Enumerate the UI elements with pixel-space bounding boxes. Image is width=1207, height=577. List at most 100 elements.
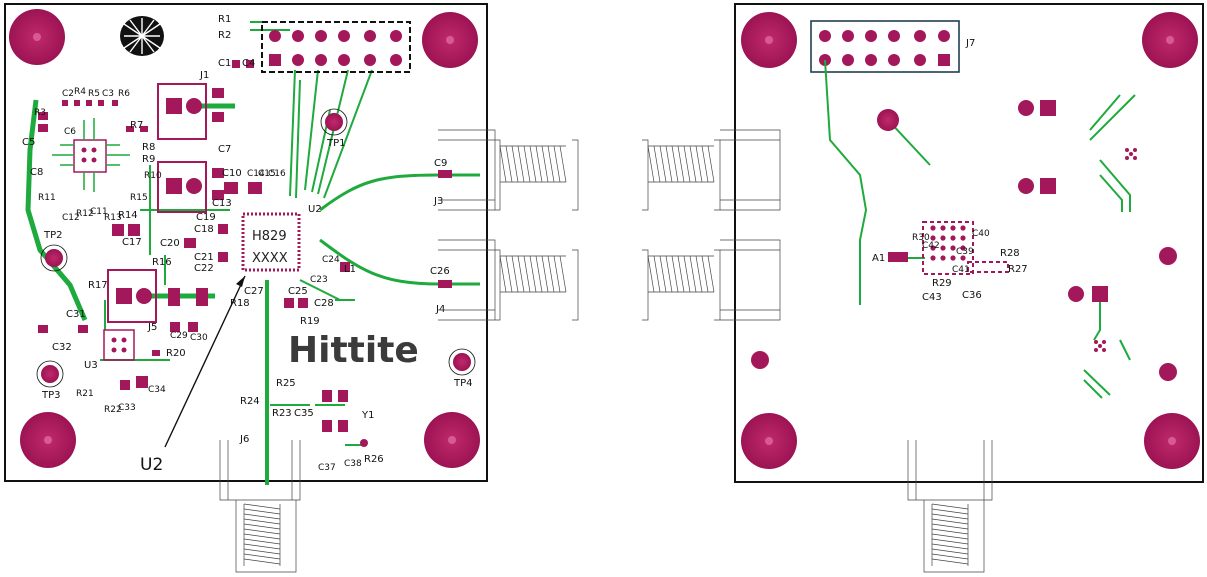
label-c27: C27 [244,286,264,297]
component-labels-left: R1 R2 C1 C4 J1 R7 C7 R3 C2 R4 R5 C3 R6 C… [22,14,473,473]
label-r2: R2 [218,30,231,41]
label-r23: R23 [272,408,292,419]
label-c24: C24 [322,255,340,265]
label-r20: R20 [166,348,186,359]
j1-footprint [157,83,207,140]
label-c15: C15 [258,169,276,179]
label-u3: U3 [84,360,98,371]
label-j1: J1 [199,70,209,81]
label-c30: C30 [190,333,208,343]
label-c40: C40 [972,229,990,239]
u3-chip [103,329,135,361]
label-c13: C13 [212,198,232,209]
label-c26: C26 [430,266,450,277]
label-r19: R19 [300,316,320,327]
label-c32: C32 [52,342,72,353]
label-c43: C43 [922,292,942,303]
label-r24: R24 [240,396,260,407]
sma-connectors-right [642,129,993,573]
label-r11: R11 [38,193,56,203]
label-c25: C25 [288,286,308,297]
label-r9: R9 [142,154,155,165]
label-c6: C6 [64,127,76,137]
label-c37: C37 [318,463,336,473]
label-c29: C29 [170,331,188,341]
j7-header-pins [819,30,950,66]
label-c33: C33 [118,403,136,413]
label-c20: C20 [160,238,180,249]
label-r4: R4 [74,87,86,97]
right-pads [751,100,1177,381]
label-c21: C21 [194,252,214,263]
sma-connectors-left [219,129,579,573]
label-r29: R29 [932,278,952,289]
label-j5: J5 [147,322,157,333]
esd-logo [120,16,164,56]
mounting-holes-right [741,12,1200,469]
label-r17: R17 [88,280,108,291]
label-tp4: TP4 [453,378,473,389]
label-c2: C2 [62,89,74,99]
label-u2: U2 [308,204,322,215]
label-a1: A1 [872,253,885,264]
label-tp2: TP2 [43,230,63,241]
label-r28: R28 [1000,248,1020,259]
right-board-outline [734,3,1204,483]
u1-chip [52,118,130,192]
left-board: H829 XXXX [4,3,579,573]
chip-name-text: H829 [252,229,287,244]
label-c7: C7 [218,144,231,155]
label-c9: C9 [434,158,447,169]
label-r10: R10 [144,171,162,181]
label-c3: C3 [102,89,114,99]
label-c12: C12 [62,213,80,223]
label-r18: R18 [230,298,250,309]
label-c11: C11 [90,207,108,217]
label-c1: C1 [218,58,231,69]
label-r12: R12 [76,209,94,219]
component-labels-right: J7 A1 R30 C42 C39 C40 R28 R27 C41 R29 C4… [872,38,1028,303]
label-y1: Y1 [361,410,374,421]
passive-pads-left [38,60,452,447]
j5-footprint [107,269,157,323]
label-r6: R6 [118,89,130,99]
label-c4: C4 [242,58,255,69]
label-r8: R8 [142,142,155,153]
label-c39: C39 [956,247,974,257]
header-connector-outline [261,21,411,73]
mounting-holes-left [9,9,480,468]
label-r16: R16 [152,257,172,268]
label-c42: C42 [922,241,940,251]
label-c38: C38 [344,459,362,469]
label-c8: C8 [30,167,43,178]
label-tp3: TP3 [41,390,61,401]
label-c31: C31 [66,309,86,320]
label-c36: C36 [962,290,982,301]
label-j3: J3 [433,196,443,207]
label-r1: R1 [218,14,231,25]
label-j4: J4 [435,304,445,315]
u2-callout-label: U2 [140,455,163,475]
label-c34: C34 [148,385,166,395]
label-j6: J6 [239,434,249,445]
j2-footprint [157,161,207,213]
label-c17: C17 [122,237,142,248]
traces-left [25,21,480,485]
test-points-left [36,108,476,388]
label-c18: C18 [194,224,214,235]
label-c22: C22 [194,263,214,274]
label-r7: R7 [130,120,143,131]
label-r5: R5 [88,89,100,99]
label-c35: C35 [294,408,314,419]
j7-header-outline [810,20,960,73]
right-board: J7 A1 R30 C42 C39 C40 R28 R27 C41 R29 C4… [642,3,1204,573]
header-pins-left [269,30,402,66]
label-r22: R22 [104,405,122,415]
chip-code-text: XXXX [252,251,288,266]
label-r30: R30 [912,233,930,243]
label-j7: J7 [965,38,975,49]
label-c28: C28 [314,298,334,309]
label-l1: L1 [344,264,356,275]
u2-chip: H829 XXXX [241,212,301,272]
